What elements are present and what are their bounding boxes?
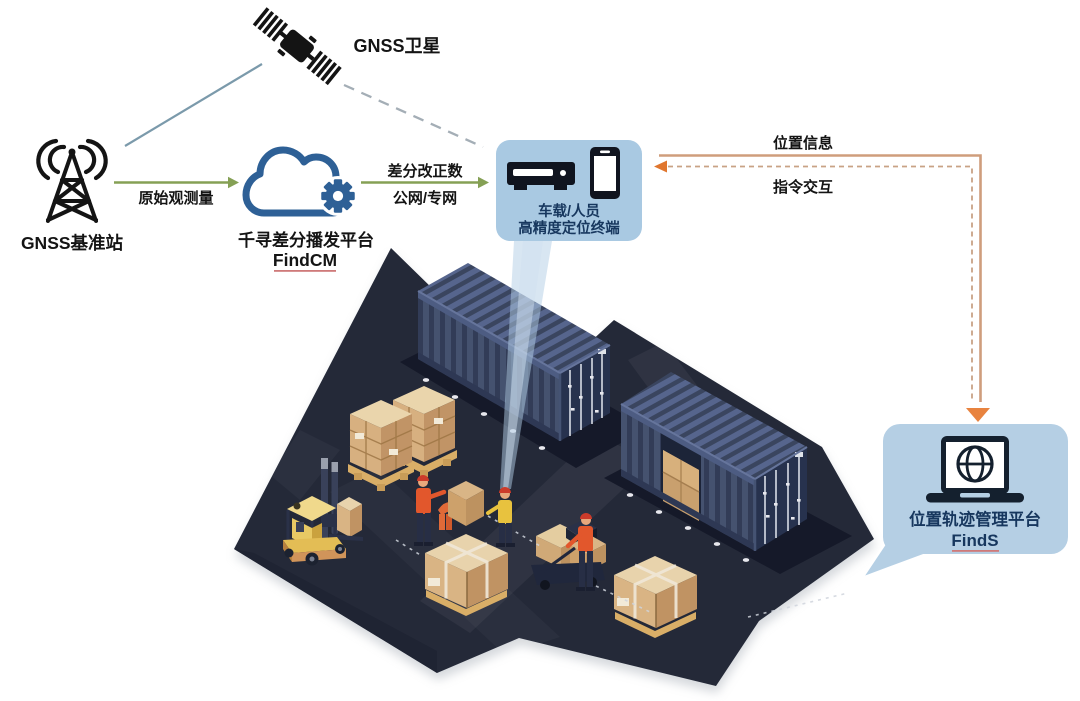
svg-text:差分改正数: 差分改正数 — [387, 162, 463, 180]
svg-text:千寻差分播发平台: 千寻差分播发平台 — [238, 230, 374, 250]
svg-text:GNSS卫星: GNSS卫星 — [353, 36, 440, 56]
svg-text:指令交互: 指令交互 — [773, 178, 833, 196]
svg-text:FindCM: FindCM — [273, 250, 337, 270]
svg-text:GNSS基准站: GNSS基准站 — [21, 233, 124, 253]
svg-text:公网/专网: 公网/专网 — [393, 189, 457, 207]
svg-text:高精度定位终端: 高精度定位终端 — [518, 219, 620, 237]
svg-text:FindS: FindS — [951, 531, 998, 550]
svg-text:车载/人员: 车载/人员 — [538, 202, 600, 220]
svg-text:位置信息: 位置信息 — [773, 134, 833, 152]
svg-text:位置轨迹管理平台: 位置轨迹管理平台 — [909, 509, 1041, 529]
svg-text:原始观测量: 原始观测量 — [138, 189, 213, 207]
